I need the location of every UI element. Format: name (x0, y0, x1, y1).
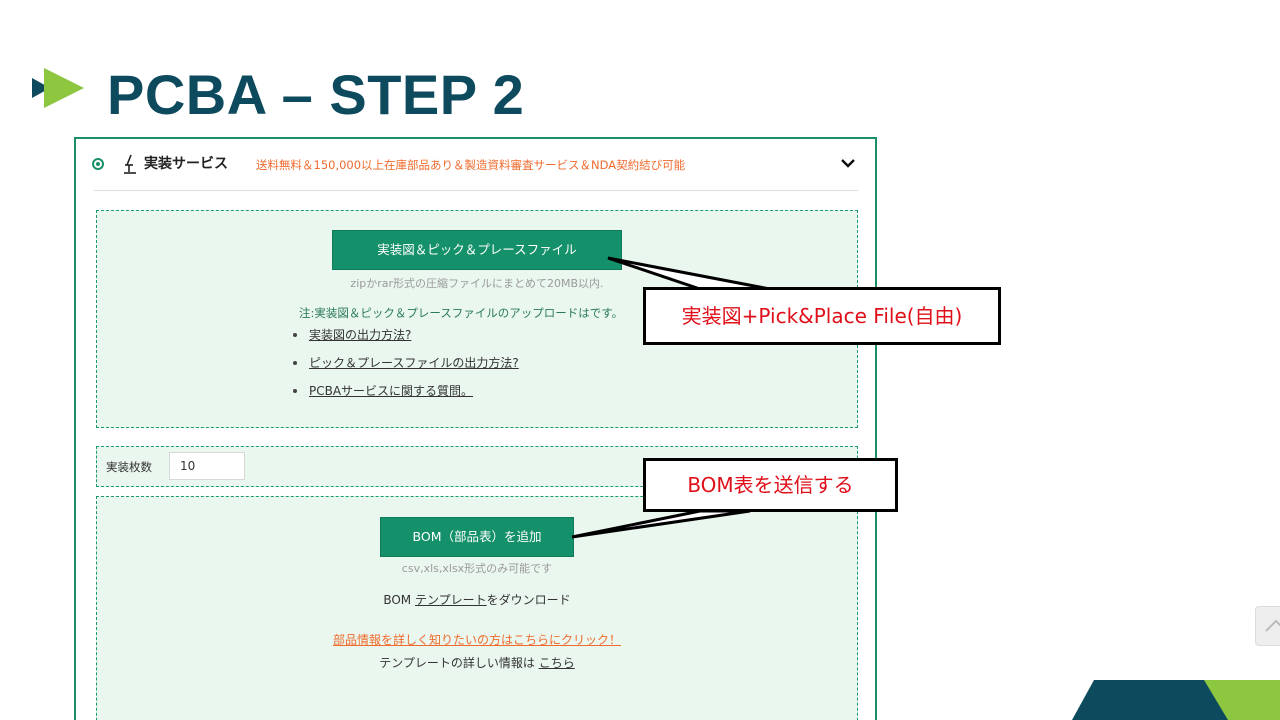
help-link-assembly-drawing[interactable]: 実装図の出力方法? (309, 328, 412, 342)
double-arrow-icon (32, 68, 84, 108)
help-link-pcba-faq[interactable]: PCBAサービスに関する質問。 (309, 384, 474, 398)
callout-pointer-upload (607, 256, 771, 291)
service-name: 実装サービス (144, 156, 228, 172)
quantity-input[interactable]: 10 (169, 452, 245, 480)
bom-hint: csv,xls,xlsx形式のみ可能です (401, 562, 553, 575)
slide-title: PCBA – STEP 2 (107, 63, 525, 126)
chevron-down-icon[interactable] (840, 156, 856, 170)
pcba-service-panel: 実装サービス 送料無料＆150,000以上在庫部品あり＆製造資料審査サービス＆N… (74, 137, 877, 720)
bom-section: BOM（部品表）を追加 csv,xls,xlsx形式のみ可能です BOM テンプ… (96, 496, 858, 720)
service-header[interactable]: 実装サービス 送料無料＆150,000以上在庫部品あり＆製造資料審査サービス＆N… (76, 139, 875, 191)
scroll-top-button[interactable] (1255, 606, 1280, 646)
upload-hint: zipかrar形式の圧縮ファイルにまとめて20MB以内. (350, 277, 604, 290)
soldering-icon (124, 154, 136, 174)
template-info-prefix: テンプレートの詳しい情報は (379, 656, 535, 670)
upload-assembly-files-button[interactable]: 実装図＆ピック＆プレースファイル (332, 230, 622, 270)
bom-detail-link[interactable]: 部品情報を詳しく知りたいの方はこちらにクリック！ (332, 633, 621, 647)
upload-note: 注:実装図＆ピック＆プレースファイルのアップロードはです。 (299, 306, 624, 320)
callout-upload: 実装図+Pick&Place File(自由) (643, 287, 1001, 345)
bom-template-prefix: BOM (383, 593, 412, 607)
bom-template-suffix: をダウンロード (486, 593, 571, 607)
callout-bom: BOM表を送信する (643, 458, 898, 512)
header-divider (94, 190, 858, 191)
template-info-line: テンプレートの詳しい情報は こちら (97, 654, 857, 671)
bom-template-line: BOM テンプレートをダウンロード (97, 591, 857, 608)
list-item: ピック＆プレースファイルの出力方法? (293, 353, 519, 381)
list-item: PCBAサービスに関する質問。 (293, 381, 519, 409)
callout-pointer-bom (571, 509, 751, 539)
bom-template-link[interactable]: テンプレート (415, 593, 487, 607)
template-info-link[interactable]: こちら (538, 656, 575, 670)
service-radio[interactable] (92, 158, 104, 170)
quantity-label: 実装枚数 (106, 460, 152, 474)
list-item: 実装図の出力方法? (293, 325, 519, 353)
service-note: 送料無料＆150,000以上在庫部品あり＆製造資料審査サービス＆NDA契約結び可… (256, 158, 686, 172)
help-link-pick-place[interactable]: ピック＆プレースファイルの出力方法? (309, 356, 519, 370)
help-link-list: 実装図の出力方法? ピック＆プレースファイルの出力方法? PCBAサービスに関す… (293, 325, 519, 409)
chevron-up-icon (1265, 619, 1280, 632)
